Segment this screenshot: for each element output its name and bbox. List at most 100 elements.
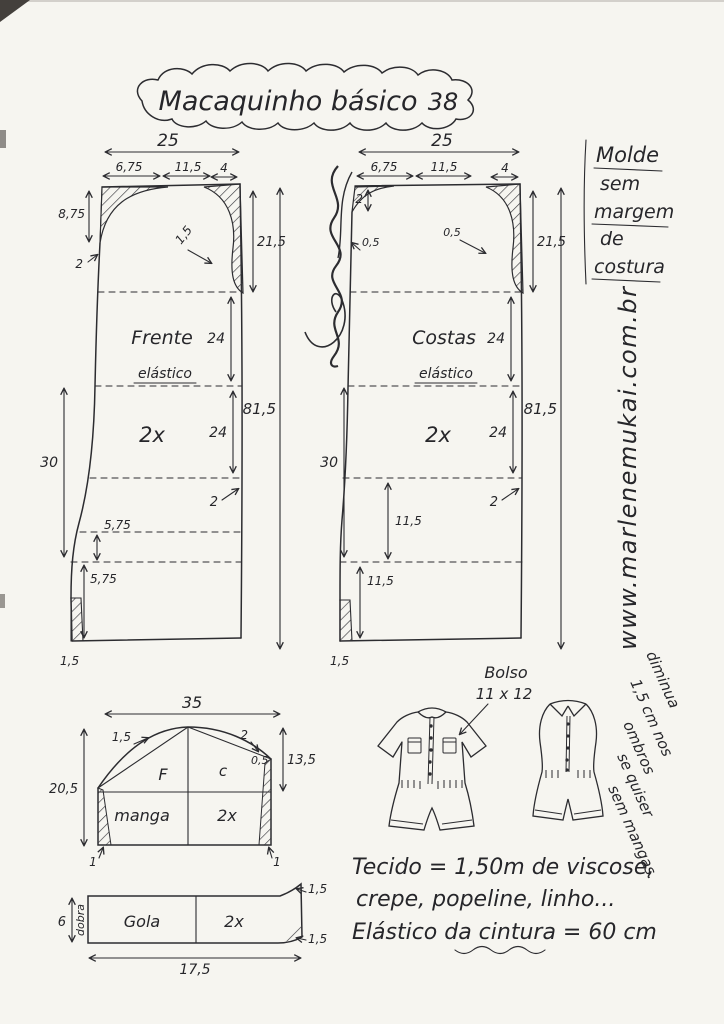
back-piece-label: Costas [412,327,476,349]
fabric-note: Tecido = 1,50m de viscose, crepe, popeli… [352,855,657,955]
front-dim-neck-depth: 8,75 [58,192,89,241]
back-dim-rise-lower: 11,5 [360,568,394,637]
back-bottom-edge [339,637,522,642]
sleeve-dim-cap-height: 13,5 [283,729,316,790]
shorts-hem-lines [534,809,602,815]
scan-artifact [0,594,5,608]
front-dim-cf-slant: 2 [75,255,97,271]
collar-quantity: 2x [224,912,244,931]
title-bubble: Macaquinho básico 38 [136,62,474,131]
back-dim-top-width: 25 [360,131,518,152]
shorts-hem-lines [390,819,473,825]
collar-fold-label: dobra [74,904,87,936]
title-cloud-outline [136,62,474,131]
dim-label: 1,5 [308,882,327,896]
dim-label: 35 [182,693,202,712]
front-dim-rise-upper: 5,75 [97,518,131,559]
back-pattern-piece: 25 6,75 11,5 4 2 0,5 0,5 21,5 [320,131,566,668]
signature-scribble [304,165,353,368]
dim-label: 2 [355,192,363,206]
fabric-note-line2: crepe, popeline, linho... [356,887,615,912]
front-piece-label: Frente [131,327,193,349]
sleeve-dim-hem-left: 1 [89,848,103,869]
back-dim-neck-width: 11,5 [417,160,470,176]
scan-artifact [0,130,6,148]
front-dim-hip-length: 30 [40,389,64,556]
dim-label: 20,5 [49,782,78,797]
front-left-edge [70,242,101,599]
dim-label: 1 [89,855,97,869]
dim-label: 21,5 [257,235,286,250]
dim-label: 0,5 [443,226,461,239]
back-dim-hem: 1,5 [330,654,349,668]
sleeve-construction-lines [97,726,272,846]
sleeve-dim-cap-right: 2 [240,728,258,751]
wavy-underline [454,945,546,955]
dim-label: 25 [157,131,179,151]
back-armhole-cutaway [485,183,524,295]
front-dim-shoulder: 6,75 [104,160,159,176]
garment-placket [427,716,435,785]
dim-label: 11,5 [367,574,394,588]
sleeve-dim-hem-right: 1 [269,848,281,869]
underline [591,278,661,283]
dim-label: 4 [501,161,509,175]
garment-pocket-right [442,737,457,754]
front-dim-armhole-notch: 4 [212,161,236,177]
romper-illustration-sleeveless [532,699,604,821]
dim-label: 1,5 [112,730,131,744]
dim-label: 2 [240,728,248,742]
collar-dim-width: 6 [58,899,72,941]
dim-label: 30 [40,455,58,471]
sleeve-quantity: 2x [217,806,237,825]
front-dim-rise-lower: 5,75 [84,566,117,637]
dim-label: 24 [487,331,505,347]
front-neckline-cutaway [99,186,169,244]
dim-label: 4 [220,161,228,175]
back-dim-waist-to-hip: 24 [489,392,513,472]
sleeve-right-allowance [258,758,272,846]
garment-outline [377,711,487,831]
dim-label: 0,5 [362,236,380,249]
dim-label: 6,75 [116,160,143,174]
front-dim-chest-to-waist: 24 [207,298,231,380]
dim-label: 2 [210,495,218,510]
dim-label: 24 [207,331,225,347]
dim-label: 8,75 [58,207,85,221]
note-line: margem [594,201,674,223]
dim-label: 1,5 [60,654,79,668]
garment-collar [417,707,447,719]
dim-label: 30 [320,455,338,471]
no-seam-allowance-note: Molde sem margem de costura [583,139,674,285]
front-hem-allowance [70,597,84,642]
back-dim-hip-length: 30 [320,389,344,556]
pocket-note-line2: 11 x 12 [476,685,533,703]
note-border-line [583,139,587,285]
fabric-note-line3: Elástico da cintura = 60 cm [352,920,657,945]
back-dim-shoulder: 6,75 [358,160,412,176]
note-line: costura [594,256,665,278]
collar-dim-tip-bottom: 1,5 [297,932,327,946]
fabric-note-line1: Tecido = 1,50m de viscose, [352,855,654,880]
dim-label: 24 [489,425,507,441]
front-armhole-cutaway [203,183,244,295]
front-elastic-label: elástico [138,366,192,382]
pocket-note: Bolso 11 x 12 [460,663,532,734]
garment-collar [549,699,587,718]
underline [591,223,669,228]
garment-buttons [428,724,433,776]
sleeve-pattern-piece: 35 1,5 2 0,5 13,5 20,5 1 1 F c [49,693,316,869]
sleeve-dim-top-width: 35 [106,693,279,714]
front-dim-hem: 1,5 [60,654,79,668]
scan-artifact [0,0,30,22]
back-elastic-label: elástico [419,366,473,382]
front-pattern-piece: 25 6,75 11,5 4 8,75 2 1,5 21,5 [40,131,286,668]
back-quantity: 2x [425,423,451,447]
note-line: sem [600,173,640,195]
pattern-title: Macaquinho básico [159,86,418,117]
dim-label: 11,5 [395,514,422,528]
back-dim-total-length: 81,5 [524,189,561,648]
back-hem-allowance [339,599,353,642]
